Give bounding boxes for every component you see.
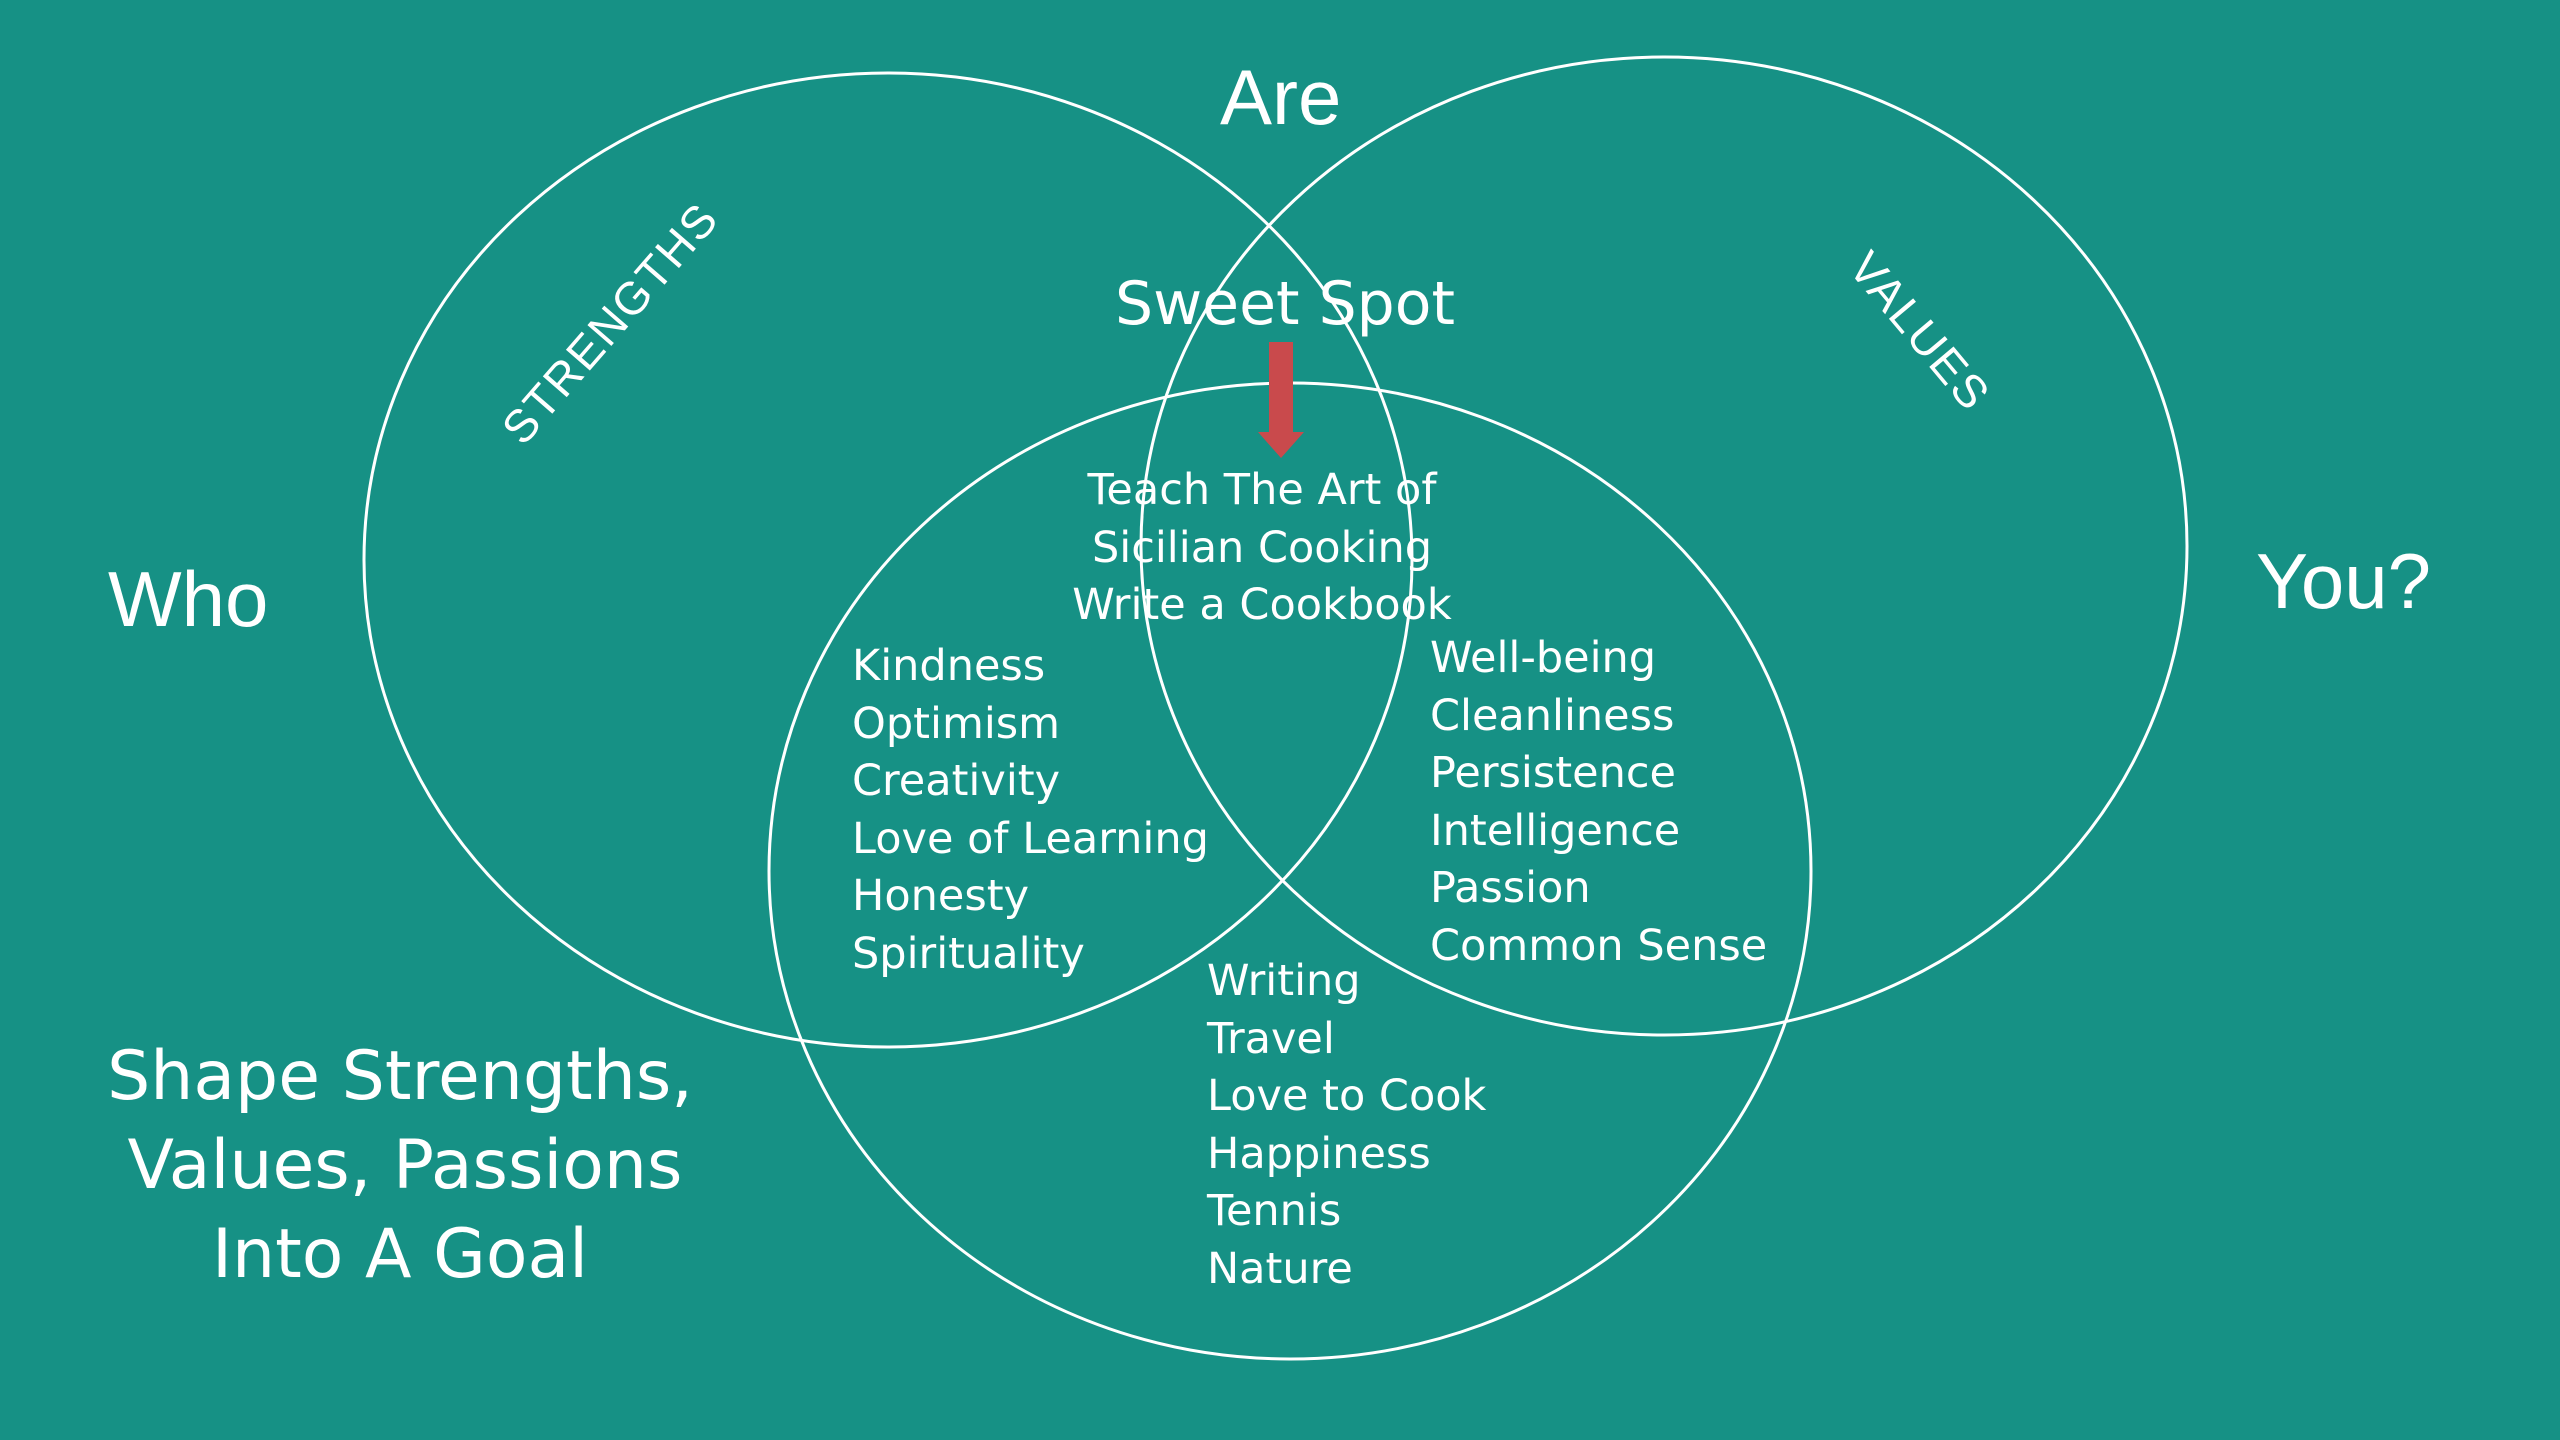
strengths-list: Kindness Optimism Creativity Love of Lea… [852, 638, 1209, 983]
list-item: Tennis [1207, 1186, 1342, 1236]
list-item: Optimism [852, 698, 1061, 749]
list-item: Creativity [852, 756, 1061, 806]
list-item: Spirituality [852, 928, 1085, 979]
list-item: Persistence [1430, 748, 1676, 798]
sweet-spot-line: Sicilian Cooking [1091, 522, 1433, 573]
passions-list: Writing Travel Love to Cook Happiness Te… [1207, 953, 1486, 1298]
title-word-you: You? [2256, 537, 2432, 625]
list-item: Love of Learning [852, 813, 1209, 864]
list-item: Writing [1207, 956, 1361, 1006]
sweet-spot-goals: Teach The Art of Sicilian Cooking Write … [1062, 462, 1462, 635]
goal-text: Shape Strengths, Values, Passions Into A… [100, 1032, 700, 1299]
goal-line: Shape Strengths, [107, 1037, 693, 1116]
list-item: Common Sense [1430, 920, 1768, 971]
values-circle [1139, 55, 2189, 1037]
goal-line: Values, Passions [127, 1126, 683, 1205]
list-item: Nature [1207, 1243, 1353, 1294]
down-arrow-icon [1258, 342, 1304, 458]
title-word-are: Are [1220, 53, 1342, 141]
list-item: Love to Cook [1207, 1071, 1487, 1121]
sweet-spot-line: Teach The Art of [1087, 465, 1437, 515]
list-item: Passion [1430, 863, 1591, 913]
strengths-circle [362, 71, 1414, 1049]
values-list: Well-being Cleanliness Persistence Intel… [1430, 630, 1767, 975]
list-item: Cleanliness [1430, 690, 1675, 741]
title-word-who: Who [108, 555, 269, 643]
list-item: Travel [1207, 1013, 1335, 1064]
sweet-spot-line: Write a Cookbook [1072, 580, 1452, 630]
list-item: Happiness [1207, 1128, 1431, 1179]
list-item: Well-being [1430, 633, 1657, 683]
list-item: Kindness [852, 641, 1046, 691]
goal-line: Into A Goal [211, 1215, 589, 1294]
list-item: Honesty [852, 871, 1030, 921]
list-item: Intelligence [1430, 805, 1681, 856]
sweet-spot-label: Sweet Spot [1115, 269, 1455, 339]
